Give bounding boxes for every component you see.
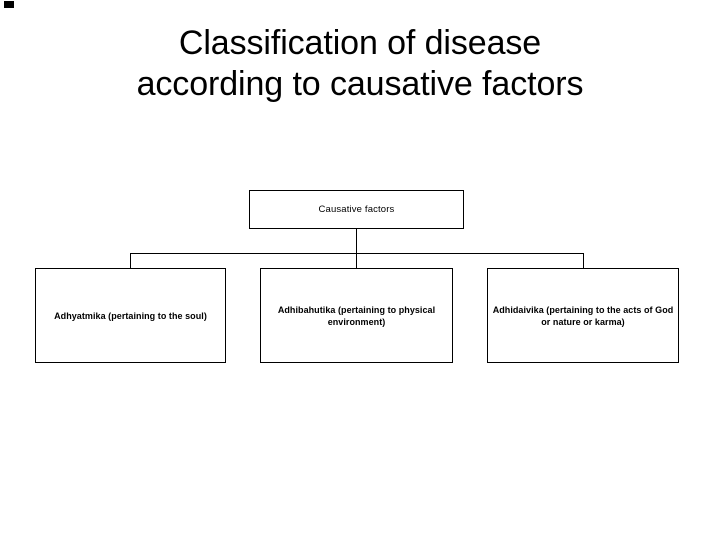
node-adhyatmika-label: Adhyatmika (pertaining to the soul) — [54, 310, 207, 321]
connector-drop-middle — [356, 253, 357, 269]
node-adhidaivika-label: Adhidaivika (pertaining to the acts of G… — [492, 304, 674, 327]
connector-drop-right — [583, 253, 584, 269]
connector-drop-left — [130, 253, 131, 269]
node-adhibahutika-label: Adhibahutika (pertaining to physical env… — [277, 304, 436, 327]
corner-artifact-mark — [4, 1, 14, 8]
page-title: Classification of disease according to c… — [60, 23, 660, 105]
node-causative-factors-label: Causative factors — [318, 203, 395, 215]
node-causative-factors: Causative factors — [249, 190, 464, 229]
node-adhibahutika: Adhibahutika (pertaining to physical env… — [260, 268, 453, 363]
page-title-line-1: Classification of disease — [178, 23, 542, 62]
connector-horizontal-bus — [130, 253, 584, 254]
node-adhidaivika: Adhidaivika (pertaining to the acts of G… — [487, 268, 679, 363]
node-adhyatmika: Adhyatmika (pertaining to the soul) — [35, 268, 226, 363]
connector-root-stem — [356, 229, 357, 254]
page-title-line-2: according to causative factors — [136, 64, 584, 103]
